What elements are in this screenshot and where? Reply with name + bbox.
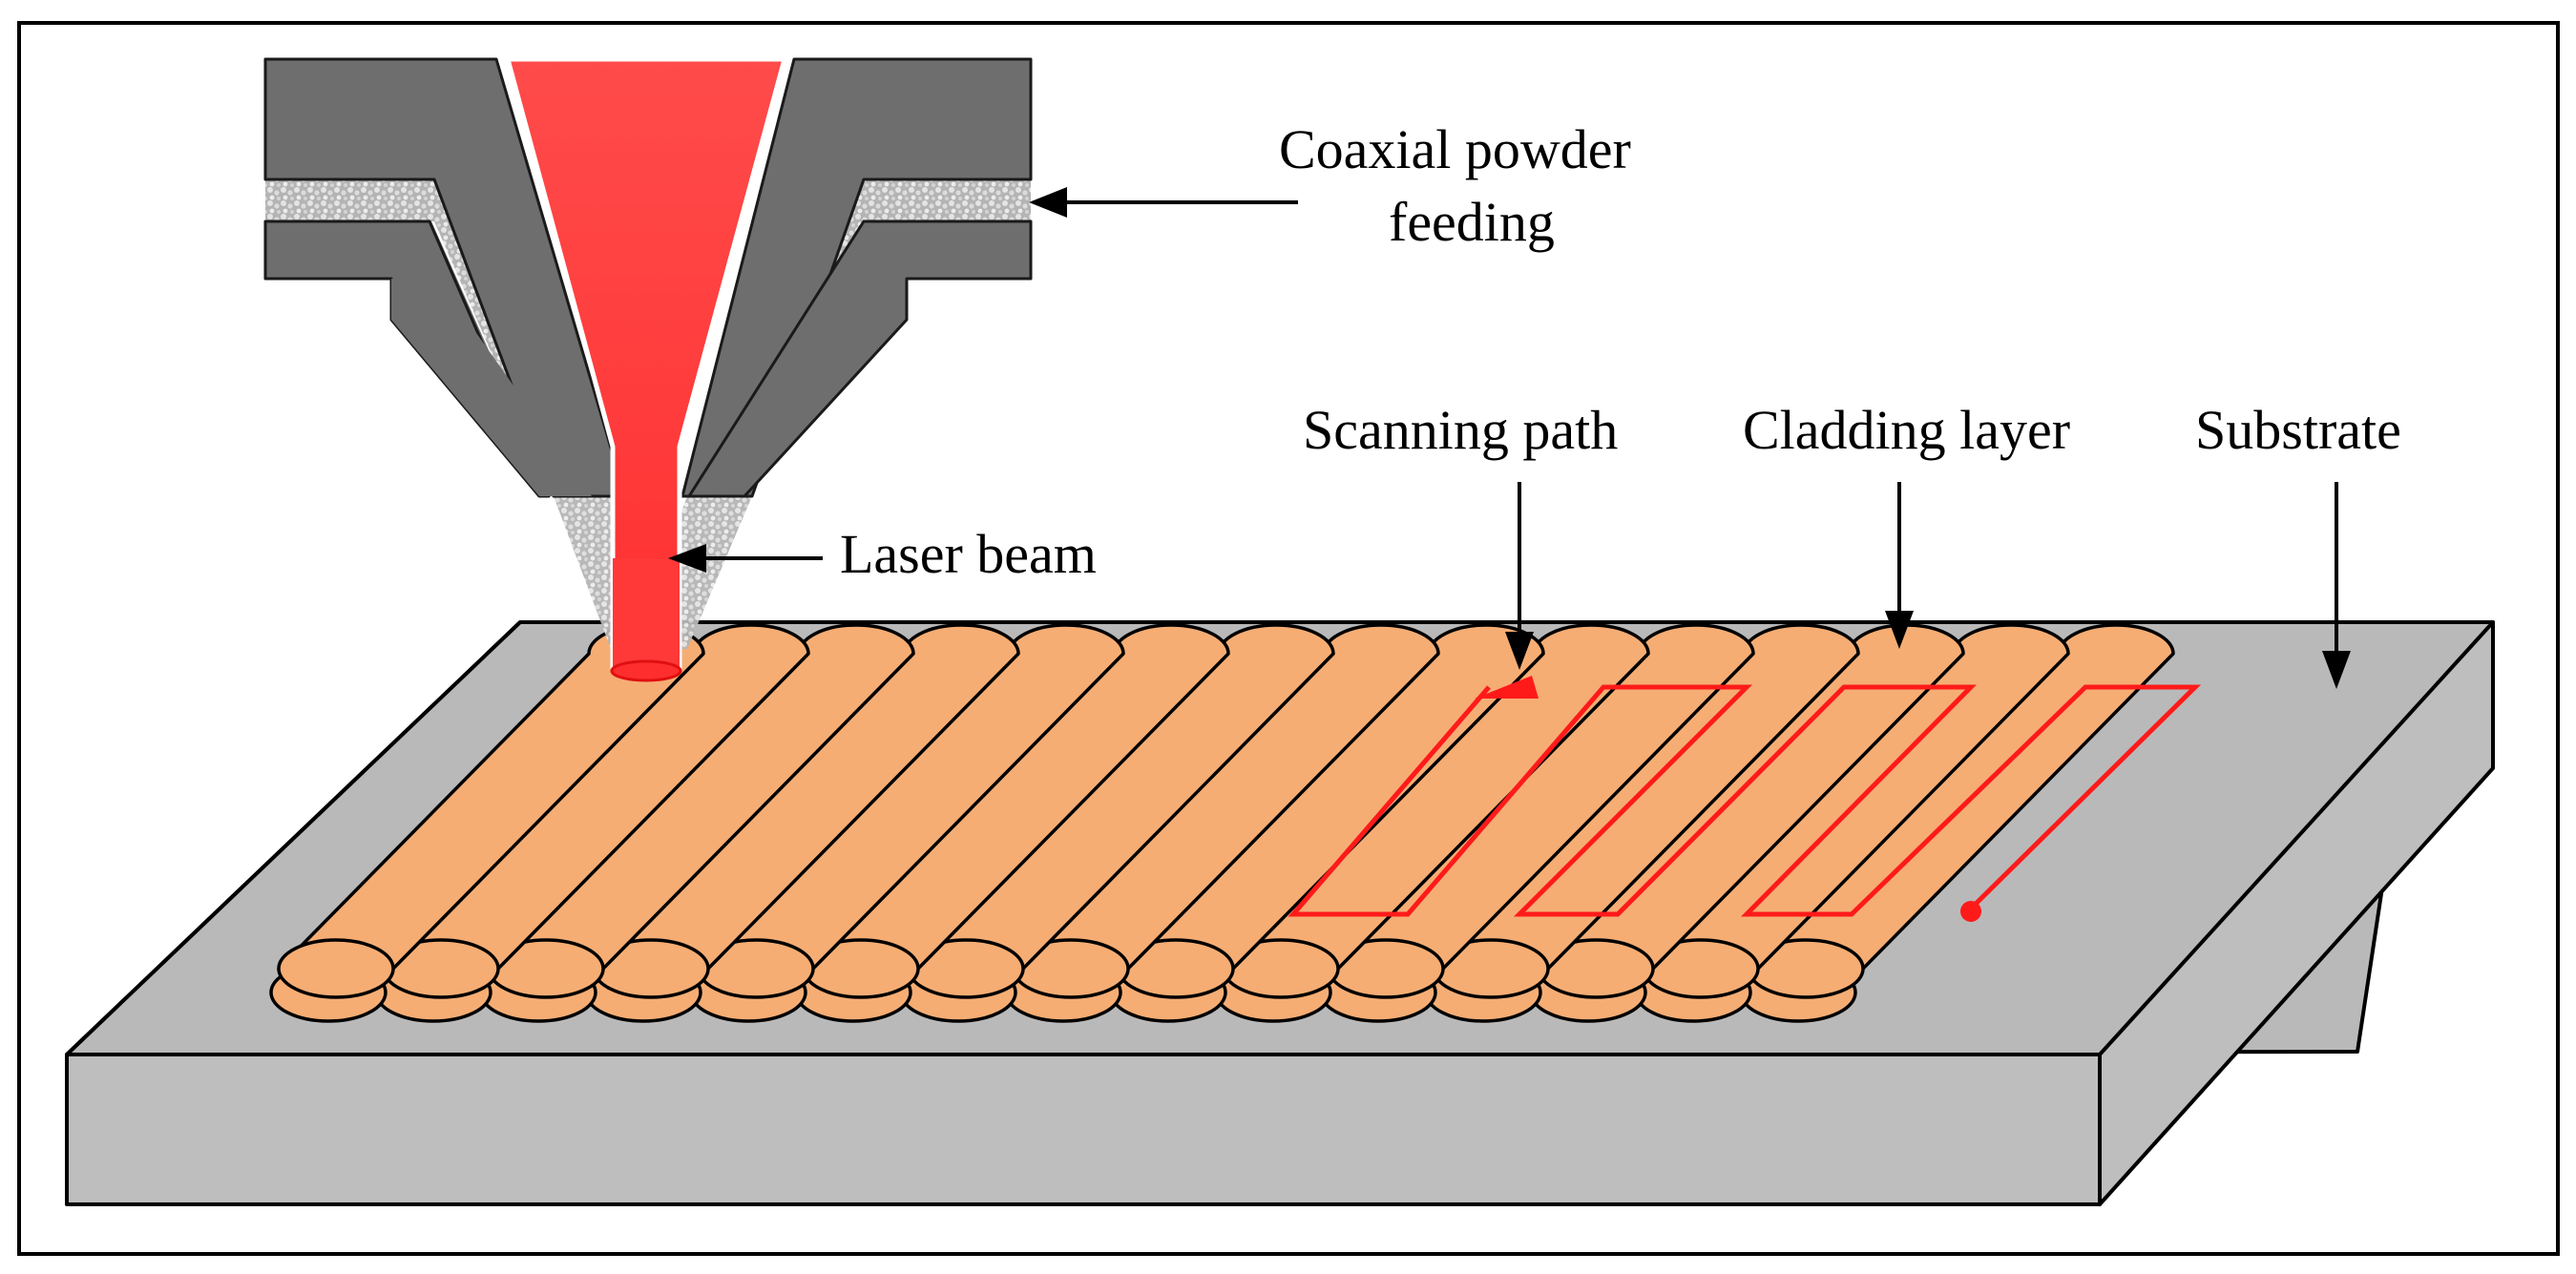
laser-spot — [610, 659, 682, 682]
scanning-path-line — [1288, 684, 2202, 917]
scanning-path-end-dot — [1960, 901, 1981, 922]
cladding-track — [1634, 623, 2070, 1023]
scanning-path-start-arrow-icon — [1475, 676, 1539, 699]
substrate-top-outline — [65, 620, 2493, 1056]
cladding-head — [263, 56, 1033, 682]
cladding-tracks — [269, 623, 2175, 1023]
arrow-scanning-path-head-icon — [1505, 632, 1534, 670]
figure-frame — [17, 21, 2560, 1256]
cladding-track — [689, 623, 1125, 1023]
nozzle-right-lower-main — [687, 219, 1033, 498]
cladding-track — [1004, 623, 1440, 1023]
substrate-front-face — [65, 1053, 2102, 1206]
arrow-laser-beam-head-icon — [668, 544, 706, 573]
label-coaxial-powder-feeding-line2: feeding — [1389, 191, 1555, 253]
laser-beam-core — [613, 558, 680, 668]
cladding-track — [794, 623, 1230, 1023]
cladding-track — [1214, 623, 1650, 1023]
substrate-side-face — [2098, 620, 2495, 1206]
cladding-track — [899, 623, 1335, 1023]
arrow-coaxial-head-icon — [1029, 187, 1067, 218]
label-substrate: Substrate — [2195, 399, 2401, 461]
arrow-substrate-head-icon — [2322, 651, 2351, 689]
cladding-track-end — [277, 938, 395, 999]
nozzle-left-lower-tip — [391, 279, 592, 496]
cladding-track — [269, 623, 705, 1023]
arrow-cladding-layer-head-icon — [1885, 611, 1914, 649]
label-laser-beam: Laser beam — [840, 523, 1097, 585]
scanning-path — [1288, 676, 2202, 922]
label-cladding-layer: Cladding layer — [1743, 399, 2070, 461]
label-coaxial-powder-feeding-line1: Coaxial powder — [1279, 118, 1631, 180]
labels: Coaxial powder feeding Laser beam Scanni… — [668, 118, 2401, 689]
cladding-track — [1529, 623, 1965, 1023]
label-scanning-path: Scanning path — [1303, 399, 1618, 461]
